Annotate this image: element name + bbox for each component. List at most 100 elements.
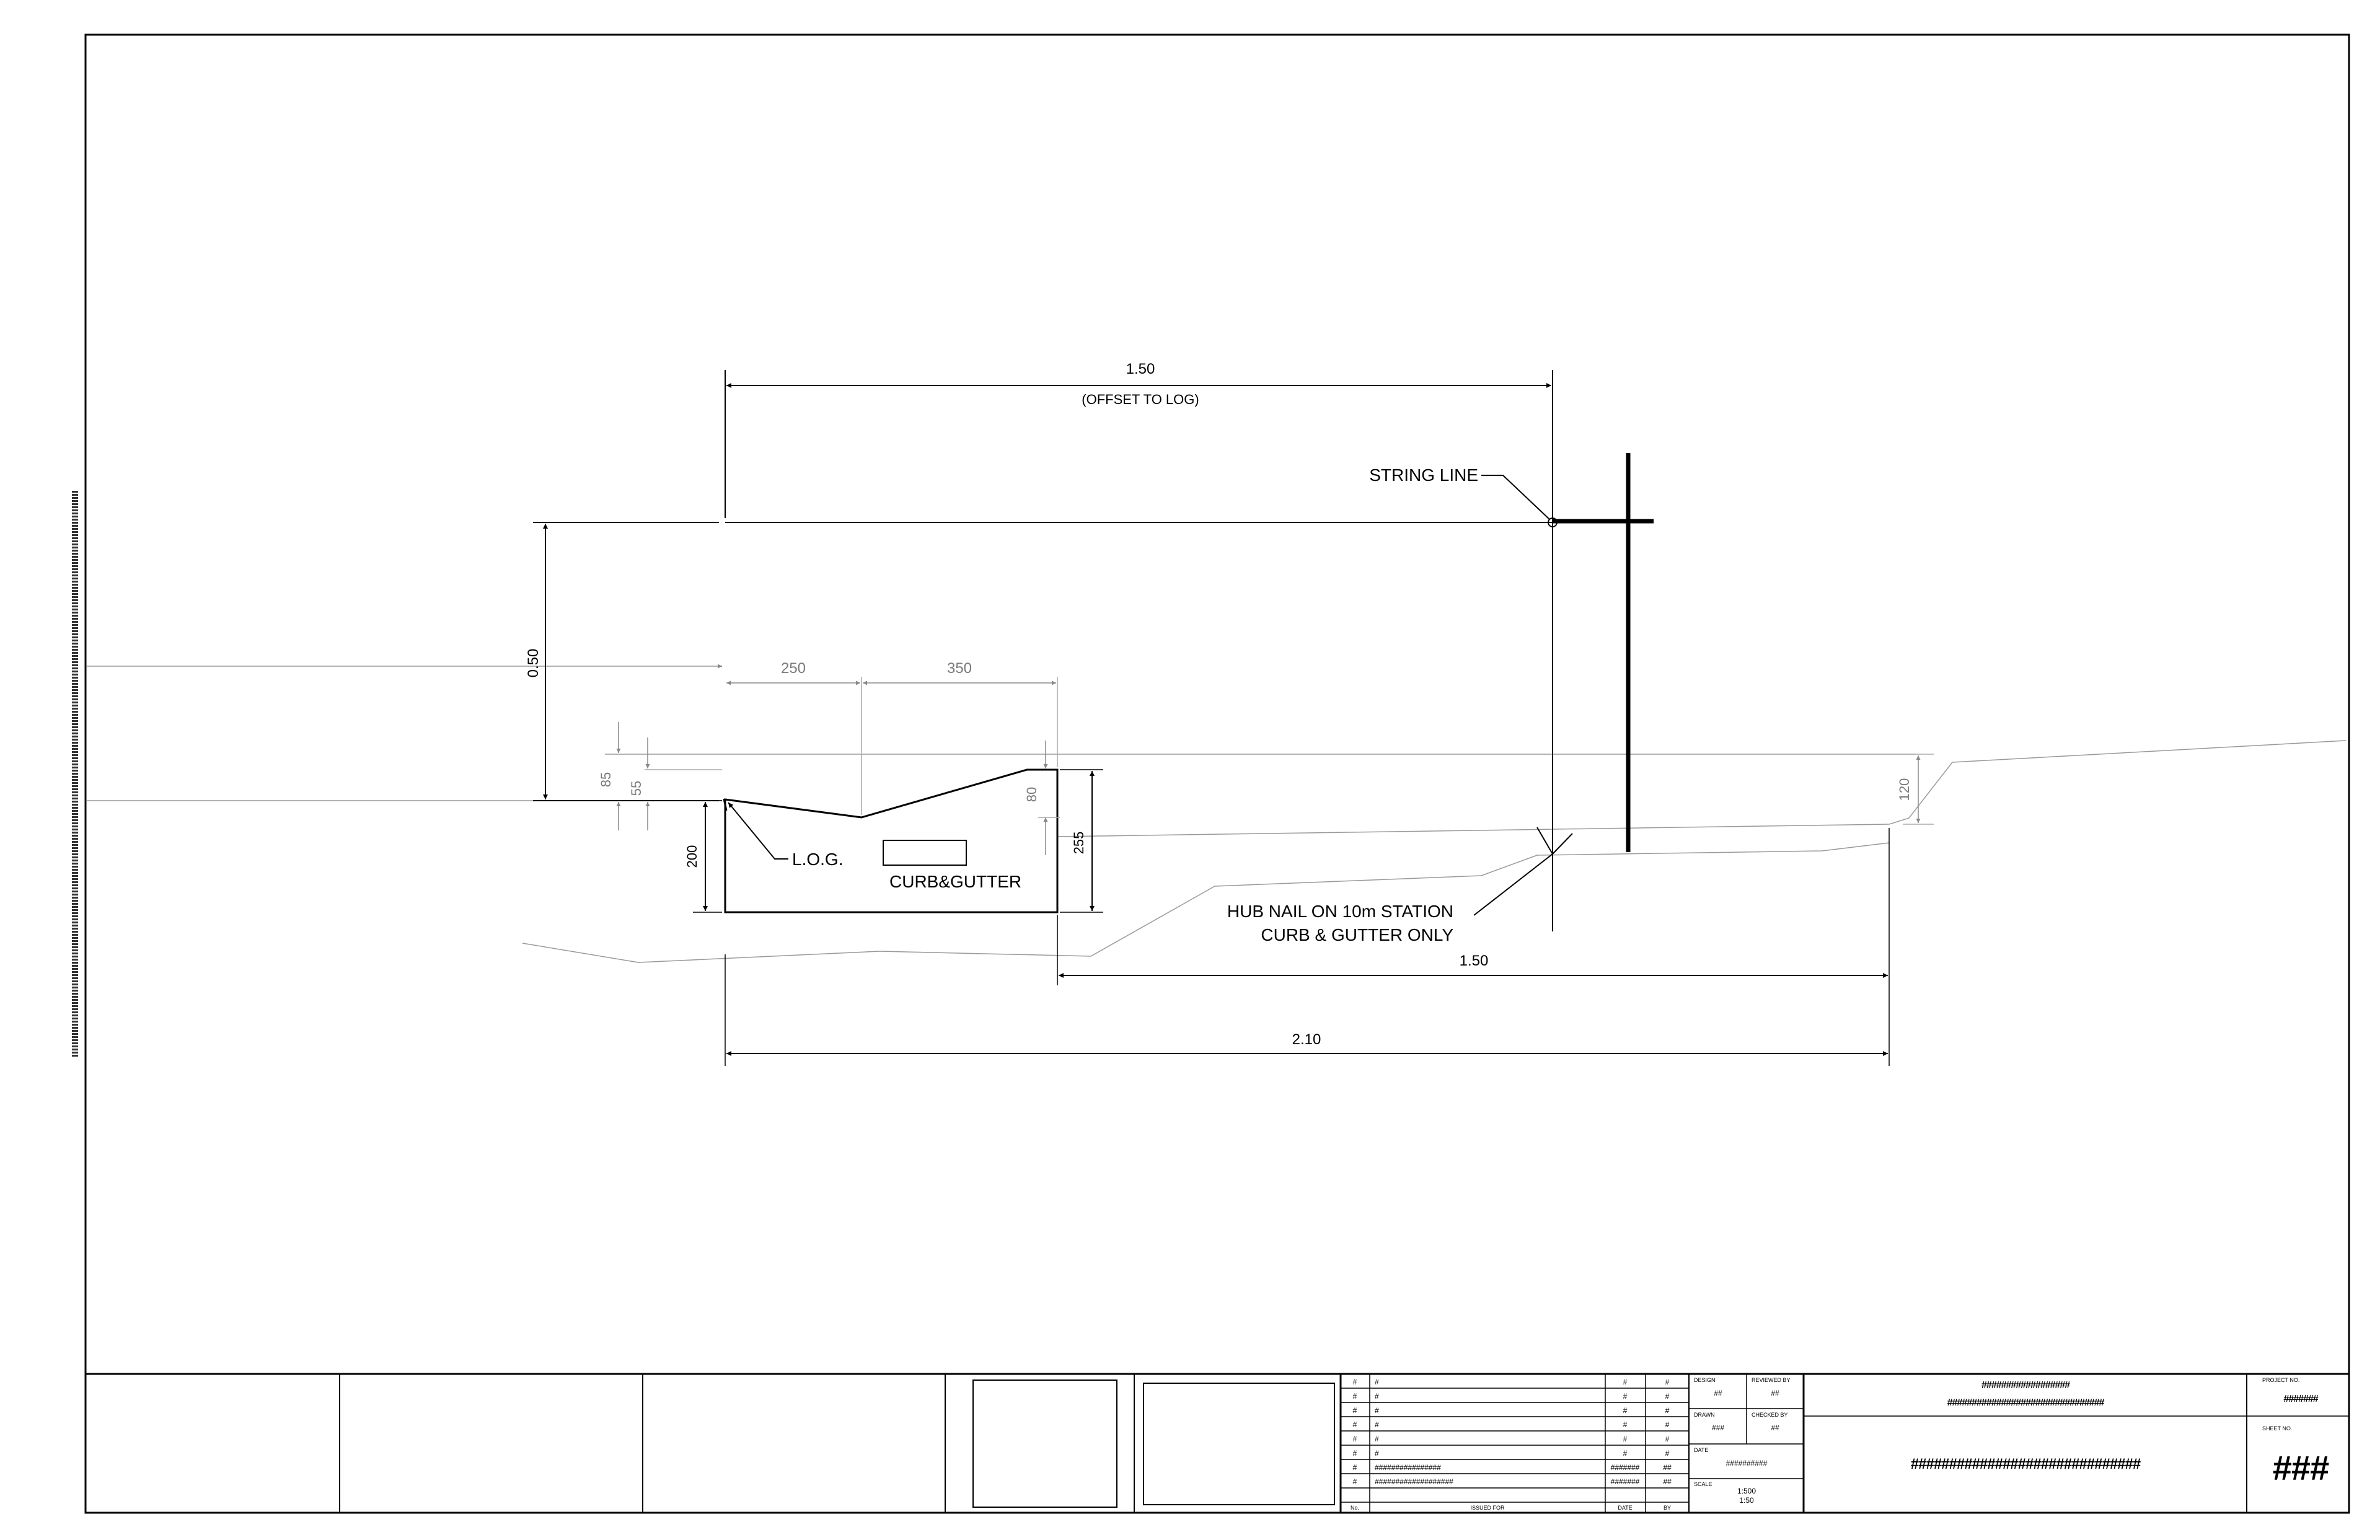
svg-text:##: ## [1663, 1463, 1672, 1472]
revision-row: # # # # [1353, 1435, 1670, 1443]
svg-text:#: # [1623, 1406, 1628, 1415]
revision-row: # ################### ####### ## [1353, 1477, 1672, 1486]
revision-row: # # # # [1353, 1378, 1670, 1386]
svg-text:#: # [1623, 1392, 1628, 1401]
drawing-title-block: ################## #####################… [1804, 1380, 2247, 1472]
dim-lower-150: 1.50 [1460, 953, 1489, 969]
revision-row: # # # # [1353, 1392, 1670, 1401]
dim-total-210: 2.10 [1292, 1031, 1321, 1048]
revision-row: # ################ ####### ## [1353, 1463, 1672, 1472]
string-line-leader [1481, 475, 1550, 520]
client-line-2: ################################ [1947, 1397, 2105, 1408]
hub-nail-line1: HUB NAIL ON 10m STATION [1227, 902, 1453, 921]
svg-text:#: # [1375, 1378, 1379, 1386]
scale-label: SCALE [1694, 1481, 1712, 1487]
svg-text:#: # [1353, 1406, 1357, 1415]
svg-text:#: # [1623, 1420, 1628, 1429]
curb-gutter-profile [724, 768, 1059, 913]
boulevard-slope [1889, 740, 2347, 825]
finished-grade-second [1057, 824, 1890, 837]
rev-header-issued: ISSUED FOR [1470, 1505, 1505, 1511]
checked-value: ## [1771, 1423, 1779, 1432]
dim-offset-to-log-note: (OFFSET TO LOG) [1082, 392, 1199, 407]
drawing-title: ############################## [1911, 1456, 2141, 1472]
svg-text:#: # [1623, 1449, 1628, 1458]
dim-250: 250 [781, 660, 806, 677]
dim-350: 350 [947, 660, 972, 677]
scale-vertical: 1:50 [1739, 1496, 1754, 1505]
checked-label: CHECKED BY [1752, 1412, 1788, 1418]
hub-nail-leader [1473, 853, 1553, 916]
svg-text:#: # [1375, 1420, 1379, 1429]
svg-text:#: # [1375, 1449, 1379, 1458]
svg-text:###################: ################### [1375, 1477, 1453, 1486]
svg-text:#: # [1665, 1420, 1670, 1429]
scale-horizontal: 1:500 [1737, 1487, 1756, 1495]
svg-text:#: # [1375, 1392, 1379, 1401]
svg-text:#: # [1375, 1406, 1379, 1415]
svg-text:#: # [1353, 1463, 1357, 1472]
dim-255: 255 [1071, 832, 1086, 855]
string-line-label: STRING LINE [1369, 465, 1478, 485]
log-leader [728, 802, 788, 860]
sheet-border [84, 33, 2350, 1514]
reviewed-label: REVIEWED BY [1752, 1377, 1791, 1383]
rev-header-by: BY [1664, 1505, 1671, 1511]
curb-gutter-label: CURB&GUTTER [889, 872, 1021, 891]
date-value: ########## [1726, 1459, 1768, 1467]
curb-label-box [883, 840, 967, 866]
project-no-value: ####### [2283, 1394, 2318, 1404]
svg-text:#: # [1375, 1435, 1379, 1443]
revision-row: # # # # [1353, 1406, 1670, 1415]
date-label: DATE [1694, 1447, 1708, 1453]
svg-text:##: ## [1663, 1477, 1672, 1486]
dim-vertical-offset-value: 0.50 [525, 649, 542, 678]
approval-block: DESIGN ## REVIEWED BY ## DRAWN ### CHECK… [1689, 1374, 1804, 1505]
title-block: # # # # # # # # # # # # # # # # [86, 1373, 2349, 1513]
revision-table: # # # # # # # # # # # # # # # # [1341, 1374, 1690, 1513]
sheet-no-value: ### [2273, 1448, 2329, 1487]
logo-box-1 [972, 1379, 1117, 1508]
svg-text:#: # [1623, 1435, 1628, 1443]
svg-text:#: # [1665, 1435, 1670, 1443]
rev-header-no: No. [1351, 1505, 1359, 1511]
sheet-number-block: PROJECT NO. ####### SHEET NO. ### [2247, 1377, 2349, 1487]
dim-80: 80 [1024, 787, 1039, 802]
logo-box-2 [1143, 1383, 1335, 1505]
svg-text:#: # [1665, 1392, 1670, 1401]
existing-ground-line [522, 842, 1890, 963]
svg-text:#: # [1665, 1378, 1670, 1386]
svg-text:#: # [1353, 1420, 1357, 1429]
svg-text:#: # [1353, 1435, 1357, 1443]
sheet-no-label: SHEET NO. [2262, 1425, 2292, 1432]
design-value: ## [1714, 1389, 1722, 1397]
svg-text:#: # [1665, 1449, 1670, 1458]
section-drawing: 1.50 (OFFSET TO LOG) STRING LINE 0.50 25… [87, 361, 2347, 1066]
reviewed-value: ## [1771, 1389, 1779, 1397]
svg-text:#: # [1353, 1392, 1357, 1401]
svg-text:################: ################ [1375, 1463, 1441, 1472]
dim-85: 85 [598, 772, 614, 787]
rev-header-date: DATE [1618, 1505, 1632, 1511]
dim-200: 200 [684, 845, 700, 868]
svg-text:#: # [1353, 1378, 1357, 1386]
drawn-value: ### [1712, 1423, 1724, 1432]
svg-text:#: # [1623, 1378, 1628, 1386]
client-line-1: ################## [1981, 1380, 2070, 1391]
drawn-label: DRAWN [1694, 1412, 1715, 1418]
svg-text:#: # [1665, 1406, 1670, 1415]
log-label: L.O.G. [792, 850, 843, 869]
design-label: DESIGN [1694, 1377, 1716, 1383]
svg-text:#: # [1353, 1477, 1357, 1486]
project-no-label: PROJECT NO. [2262, 1377, 2299, 1383]
revision-row: # # # # [1353, 1420, 1670, 1429]
hub-nail-line2: CURB & GUTTER ONLY [1261, 925, 1453, 944]
svg-text:#: # [1353, 1449, 1357, 1458]
dim-120: 120 [1897, 778, 1912, 801]
dim-55: 55 [628, 781, 644, 796]
svg-text:#######: ####### [1611, 1477, 1640, 1486]
dim-offset-to-log-value: 1.50 [1126, 361, 1155, 377]
svg-text:#######: ####### [1611, 1463, 1640, 1472]
revision-row: # # # # [1353, 1449, 1670, 1458]
